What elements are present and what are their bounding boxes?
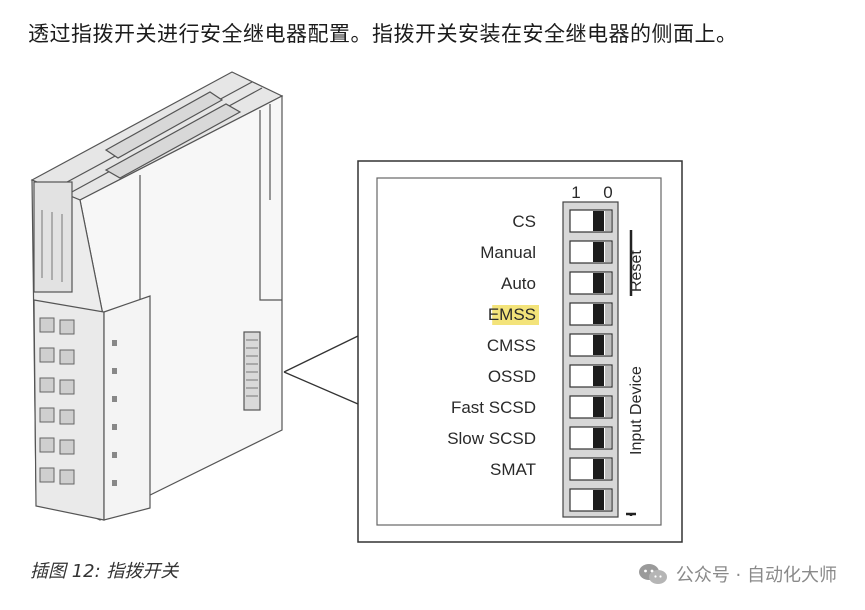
dip-switch-track [605,273,611,293]
dip-switch-track [605,397,611,417]
dip-switch-knob [593,304,604,324]
dip-switch-track [605,304,611,324]
wechat-icon [638,564,667,584]
relay-module-illustration [30,71,284,521]
dip-switch-knob [593,490,604,510]
switch-label: Fast SCSD [451,398,536,417]
switch-label: SMAT [490,460,536,479]
dip-switch-knob [593,211,604,231]
watermark-text: 公众号 · 自动化大师 [675,565,837,586]
label-highlight [492,305,539,325]
reset-group-label: Reset [628,250,645,292]
switch-label: Manual [480,243,536,262]
dip-switch-knob [593,273,604,293]
dip-switch-track [605,242,611,262]
dip-switch-track [605,335,611,355]
switch-label: CMSS [487,336,536,355]
dip-switch-track [605,459,611,479]
dip-switch-knob [593,366,604,386]
watermark: 公众号 · 自动化大师 [638,561,837,587]
switch-label: Auto [501,274,536,293]
dip-switch-track [605,211,611,231]
callout-lines [283,335,359,405]
dip-switch-track [605,490,611,510]
dip-switch-knob [593,428,604,448]
switch-header-one: 1 [571,183,580,202]
switch-label: OSSD [488,367,536,386]
dip-switch-knob [593,397,604,417]
dip-switch-knob [593,459,604,479]
group-brackets [626,230,636,516]
switch-label: CS [512,212,536,231]
dip-switch-knob [593,335,604,355]
dip-switch-track [605,428,611,448]
switch-header-zero: 0 [603,183,612,202]
dip-switch-knob [593,242,604,262]
input-device-group-label: Input Device [628,366,645,455]
dip-switch-track [605,366,611,386]
intro-text: 透过指拨开关进行安全继电器配置。指拨开关安装在安全继电器的侧面上。 [28,22,738,46]
figure-caption: 插图 12: 指拨开关 [30,561,179,582]
switch-label: Slow SCSD [447,429,536,448]
switch-label: EMSS [488,305,536,324]
